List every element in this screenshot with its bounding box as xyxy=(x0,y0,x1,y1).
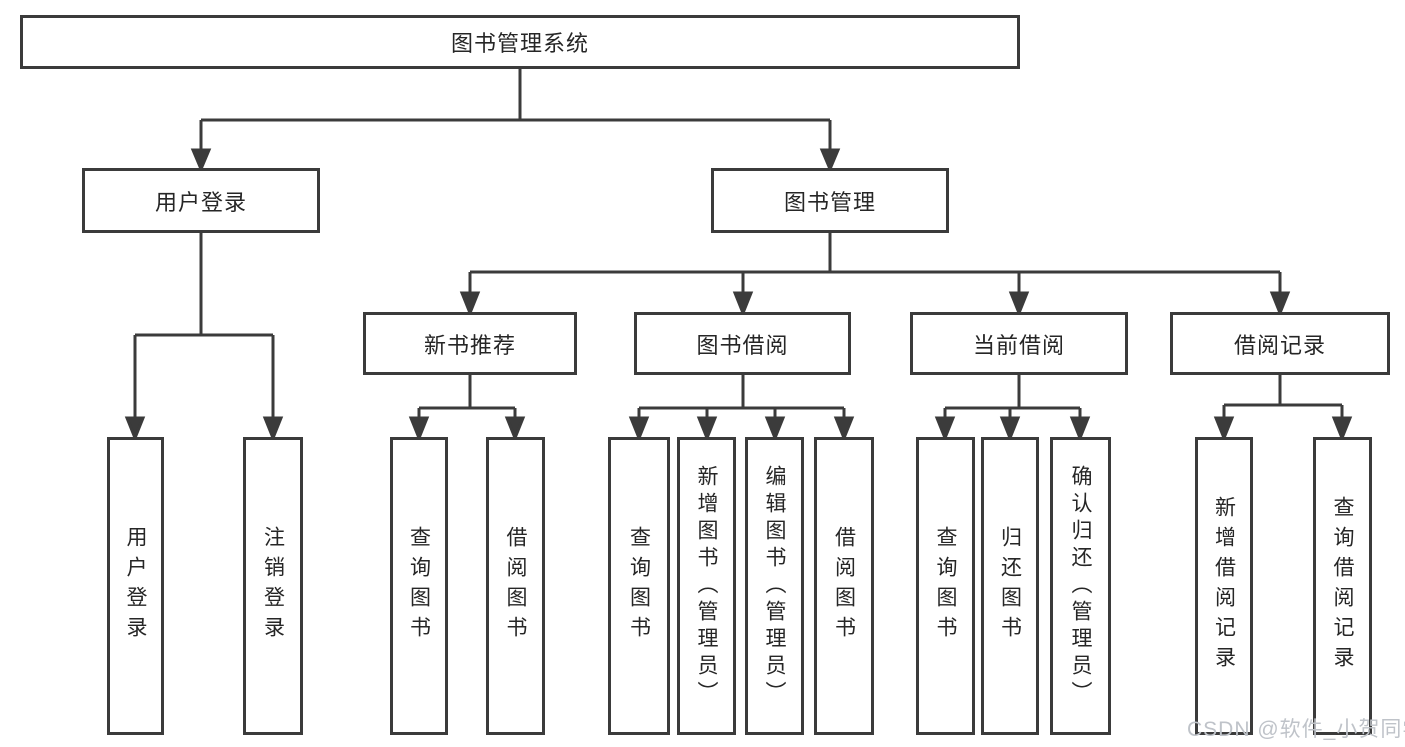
arrowhead-icon xyxy=(819,148,841,173)
leaf-borrow-books-1-label: 借阅图书 xyxy=(504,526,527,646)
leaf-query-borrow-record-label: 查询借阅记录 xyxy=(1331,496,1354,676)
leaf-user-login-label: 用户登录 xyxy=(124,526,147,646)
connector-root-to-level2 xyxy=(190,69,841,173)
connector-new-book-children xyxy=(408,375,526,443)
arrowhead-icon xyxy=(696,416,718,443)
leaf-query-books-2-label: 查询图书 xyxy=(627,526,651,646)
node-new-book-rec-label: 新书推荐 xyxy=(423,332,516,358)
leaf-logout: 注销登录 xyxy=(243,437,303,735)
arrowhead-icon xyxy=(408,416,430,443)
leaf-add-borrow-record-label: 新增借阅记录 xyxy=(1212,496,1236,676)
leaf-return-books: 归还图书 xyxy=(981,437,1039,735)
leaf-confirm-return-admin-label: 确认归还（管理员） xyxy=(1069,464,1092,708)
leaf-user-login: 用户登录 xyxy=(107,437,164,735)
leaf-query-books-2: 查询图书 xyxy=(608,437,670,735)
arrowhead-icon xyxy=(504,416,526,443)
arrowhead-icon xyxy=(262,416,284,443)
arrowhead-icon xyxy=(1269,291,1291,318)
leaf-query-books-1-label: 查询图书 xyxy=(407,526,431,646)
connector-book-mgmt-to-level3 xyxy=(459,233,1291,318)
node-book-mgmt: 图书管理 xyxy=(711,168,949,233)
leaf-add-borrow-record: 新增借阅记录 xyxy=(1195,437,1253,735)
leaf-add-books-admin-label: 新增图书（管理员） xyxy=(695,464,718,708)
node-root: 图书管理系统 xyxy=(20,15,1020,69)
node-current-borrow: 当前借阅 xyxy=(910,312,1128,375)
node-book-mgmt-label: 图书管理 xyxy=(783,189,876,215)
leaf-borrow-books-1: 借阅图书 xyxy=(486,437,545,735)
arrowhead-icon xyxy=(999,416,1021,443)
node-user-login-label: 用户登录 xyxy=(154,189,247,215)
arrowhead-icon xyxy=(124,416,146,443)
leaf-query-borrow-record: 查询借阅记录 xyxy=(1313,437,1372,735)
connector-current-borrow-children xyxy=(934,375,1091,443)
node-current-borrow-label: 当前借阅 xyxy=(972,332,1065,358)
leaf-add-books-admin: 新增图书（管理员） xyxy=(677,437,736,735)
arrowhead-icon xyxy=(1213,416,1235,443)
leaf-query-books-3: 查询图书 xyxy=(916,437,975,735)
connector-records-children xyxy=(1213,375,1353,443)
node-borrow-records-label: 借阅记录 xyxy=(1233,332,1326,358)
arrowhead-icon xyxy=(1008,291,1030,318)
node-book-borrow: 图书借阅 xyxy=(634,312,851,375)
arrowhead-icon xyxy=(934,416,956,443)
arrowhead-icon xyxy=(628,416,650,443)
leaf-confirm-return-admin: 确认归还（管理员） xyxy=(1050,437,1111,735)
arrowhead-icon xyxy=(190,148,212,173)
csdn-watermark: CSDN @软件_小贺同学 xyxy=(1187,718,1405,741)
node-user-login: 用户登录 xyxy=(82,168,320,233)
node-root-label: 图书管理系统 xyxy=(450,31,589,56)
node-borrow-records: 借阅记录 xyxy=(1170,312,1390,375)
connector-book-borrow-children xyxy=(628,375,855,443)
leaf-borrow-books-2: 借阅图书 xyxy=(814,437,874,735)
node-new-book-rec: 新书推荐 xyxy=(363,312,577,375)
leaf-return-books-label: 归还图书 xyxy=(998,526,1022,646)
leaf-query-books-3-label: 查询图书 xyxy=(934,526,957,646)
leaf-logout-label: 注销登录 xyxy=(261,526,285,646)
arrowhead-icon xyxy=(1331,416,1353,443)
leaf-edit-books-admin: 编辑图书（管理员） xyxy=(745,437,804,735)
arrowhead-icon xyxy=(459,291,481,318)
arrowhead-icon xyxy=(1069,416,1091,443)
arrowhead-icon xyxy=(732,291,754,318)
leaf-edit-books-admin-label: 编辑图书（管理员） xyxy=(763,464,786,708)
arrowhead-icon xyxy=(833,416,855,443)
node-book-borrow-label: 图书借阅 xyxy=(696,332,789,358)
leaf-query-books-1: 查询图书 xyxy=(390,437,448,735)
connector-user-login-children xyxy=(124,233,284,443)
arrowhead-icon xyxy=(764,416,786,443)
leaf-borrow-books-2-label: 借阅图书 xyxy=(832,526,856,646)
